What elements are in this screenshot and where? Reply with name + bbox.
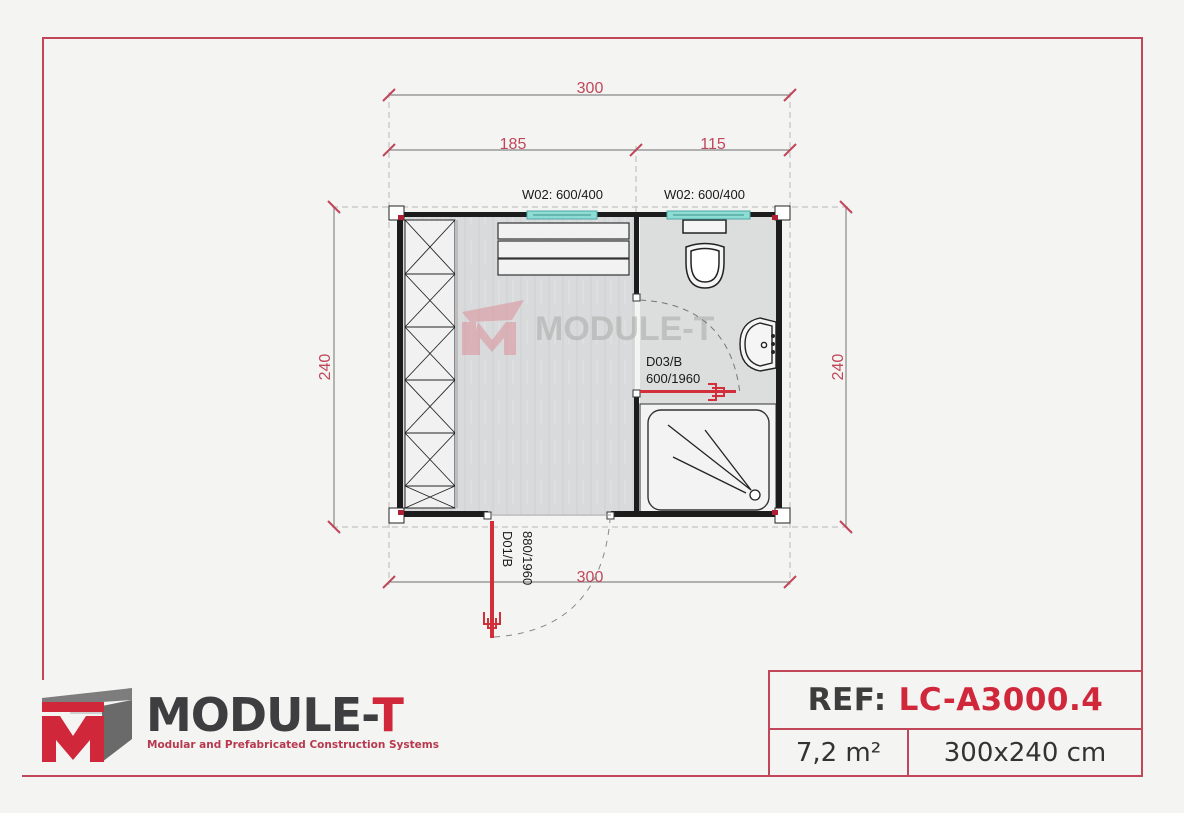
frame-border-top	[42, 37, 1143, 39]
frame-border-bottom	[22, 775, 1143, 777]
brand-tagline: Modular and Prefabricated Construction S…	[147, 739, 439, 751]
module-t-logo-icon	[42, 688, 132, 762]
walls	[397, 212, 782, 517]
title-block-column-divider	[907, 729, 909, 776]
shower-tray	[639, 403, 777, 515]
brand-name: MODULE-T	[146, 688, 404, 742]
reference-row: REF: LC-A3000.4	[768, 670, 1143, 729]
frame-border-left	[42, 37, 44, 680]
dimension-ticks	[327, 88, 853, 589]
watermark-logo: MODULE-T	[462, 300, 715, 355]
dim-top-total: 300	[577, 80, 604, 97]
door-d01-size: 880/1960	[520, 531, 535, 585]
dim-left-height: 240	[317, 354, 334, 381]
wardrobe	[404, 219, 456, 509]
title-block-divider	[768, 728, 1143, 730]
frame-border-right	[1141, 37, 1143, 777]
dim-top-right: 115	[700, 136, 726, 153]
window-2-glyph	[666, 210, 751, 220]
door-d03-size: 600/1960	[646, 371, 700, 386]
window-1-label: W02: 600/400	[522, 187, 603, 202]
ref-value: LC-A3000.4	[898, 681, 1104, 718]
ref-label: REF:	[807, 681, 887, 718]
window-2-label: W02: 600/400	[664, 187, 745, 202]
watermark-text: MODULE-T	[535, 310, 715, 348]
entry-door: D01/B 880/1960	[483, 511, 615, 638]
dimension-lines	[333, 94, 847, 583]
bathroom-door: D03/B 600/1960	[632, 293, 741, 401]
area-value: 7,2 m²	[795, 737, 882, 768]
title-block	[768, 670, 1143, 777]
door-d01-code: D01/B	[500, 531, 515, 567]
dim-right-height: 240	[830, 354, 847, 381]
sink	[739, 317, 777, 372]
dim-bottom-total: 300	[577, 569, 604, 586]
door-d03-code: D03/B	[646, 354, 682, 369]
shelves	[497, 222, 630, 276]
extension-lines	[332, 92, 850, 585]
window-1-glyph	[526, 210, 598, 220]
dimensions-value: 300x240 cm	[943, 737, 1107, 768]
dim-top-left: 185	[500, 136, 527, 153]
toilet	[682, 219, 727, 289]
